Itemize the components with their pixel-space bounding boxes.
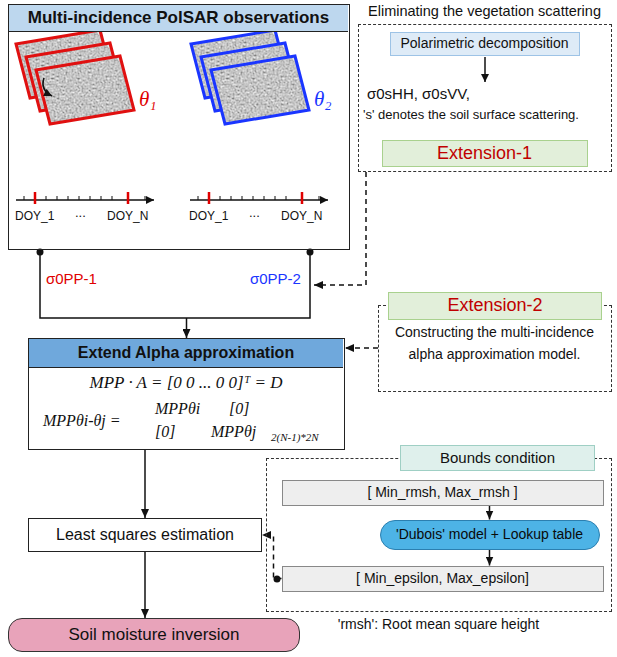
group-heading: Eliminating the vegetation scattering [359,3,610,20]
text-holder: MPP · A = [0 0 ... 0 0]ᵀ = D [29,373,343,393]
process-box: Least squares estimation [28,518,262,552]
text-holder: σ0sHH, σ0sVV, [367,85,470,103]
connector [345,347,378,349]
extension-tag: Extension-2 [388,292,602,320]
matrix-size: 2(N-1)*2N [271,431,319,444]
bound-box: [ Min_rmsh, Max_rmsh ] [282,480,604,506]
equation: MPP · A = [0 0 ... 0 0]ᵀ = D [29,373,343,393]
text-holder: Eliminating the vegetation scattering [359,3,610,20]
dashed-group: 'rmsh': Root mean square height[ Min_rms… [266,458,612,612]
time-axis [16,199,154,200]
sar-image [36,56,134,124]
text-holder: θ₁ [139,87,157,112]
text-holder: MPPθj [211,422,256,441]
text-holder: ... [249,205,260,221]
label-holder: σ0PP-1 [46,270,97,288]
time-ellipsis: ... [75,205,86,221]
text-holder: DOY_1 [15,209,54,223]
box-text: Least squares estimation [56,525,234,544]
note-text: 's' denotes the soil surface scattering. [363,107,607,123]
connector [40,252,310,338]
text-holder: ... [75,205,86,221]
note-text: Constructing the multi-incidence alpha a… [379,322,610,365]
bound-box: [ Min_epsilon, Max_epsilon] [282,566,604,592]
box-text: Polarimetric decomposition [400,35,568,52]
panel-heading: Multi-incidence PolSAR observations [9,5,348,32]
acquisition-ticks [35,192,128,204]
matrix-entry: [0] [155,422,175,441]
text-holder: θ₂ [314,87,332,112]
signal-label: σ0PP-2 [250,270,301,288]
box-text: [ Min_rmsh, Max_rmsh ] [367,484,517,501]
time-axis [190,199,328,200]
timeline-blue [190,192,328,204]
model-box: 'Dubois' model + Lookup table [380,520,600,550]
matrix-entry: MPPθj [211,422,256,441]
timeline-red [16,192,154,204]
sar-image [211,56,309,124]
frame-border [36,56,134,124]
tag-text: Extension-2 [447,295,542,317]
label-holder: σ0PP-2 [250,270,301,288]
symbol-text: σ0sHH, σ0sVV, [367,85,470,103]
text-holder: 's' denotes the soil surface scattering. [363,107,607,123]
time-ellipsis: ... [249,205,260,221]
time-label: DOY_N [107,209,148,223]
sar-image [36,56,134,124]
equation-box: Extend Alpha approximationMPP · A = [0 0… [28,338,345,450]
rotation-arrow [43,78,52,96]
connector [489,550,491,566]
observation-panel: Multi-incidence PolSAR observations θ₁ DOY… [8,4,350,250]
text-holder: Multi-incidence PolSAR observations [9,5,348,32]
equation: MPPθi-θj = [43,411,121,430]
connector [144,552,146,618]
text-holder: DOY_N [281,209,322,223]
incidence-angle: θ₁ [139,87,157,112]
text-holder: DOY_N [107,209,148,223]
text-holder: Extend Alpha approximation [29,339,343,368]
text-holder: 2(N-1)*2N [271,431,319,444]
tag-text: Bounds condition [440,449,555,467]
condition-tag: Bounds condition [400,445,595,471]
process-box: Polarimetric decomposition [390,32,580,56]
text-holder: [0] [229,399,249,418]
matrix-entry: MPPθi [155,399,200,418]
frame-border [211,56,309,124]
time-label: DOY_N [281,209,322,223]
text-holder: MPPθi [155,399,200,418]
connector [489,506,491,520]
terminal-box: Soil moisture inversion [8,618,300,652]
text-holder: MPPθi-θj = [43,411,121,430]
text-holder: [0] [155,422,175,441]
box-text: 'Dubois' model + Lookup table [396,526,583,543]
signal-label: σ0PP-1 [46,270,97,288]
tag-text: Extension-1 [437,143,532,165]
text-holder: Constructing the multi-incidence alpha a… [379,322,610,365]
image-stack-blue [191,30,309,124]
footnote: 'rmsh': Root mean square height [267,616,610,633]
flow-arrow [484,57,486,82]
matrix-entry: [0] [229,399,249,418]
dashed-group: Eliminating the vegetation scatteringσ0s… [358,24,612,172]
time-label: DOY_1 [15,209,54,223]
box-text: [ Min_epsilon, Max_epsilon] [356,570,529,587]
image-stack-red [16,30,134,124]
box-text: Soil moisture inversion [68,625,239,645]
text-holder: 'rmsh': Root mean square height [267,616,610,633]
extension-tag: Extension-1 [382,140,588,168]
box-heading: Extend Alpha approximation [29,339,343,368]
incidence-angle: θ₂ [314,87,332,112]
connector [262,535,282,579]
acquisition-ticks [209,192,302,204]
time-label: DOY_1 [189,209,228,223]
image-frame [211,56,309,124]
connector [144,450,146,518]
connector [314,172,366,285]
image-frame [36,56,134,124]
sar-image [211,56,309,124]
text-holder: DOY_1 [189,209,228,223]
